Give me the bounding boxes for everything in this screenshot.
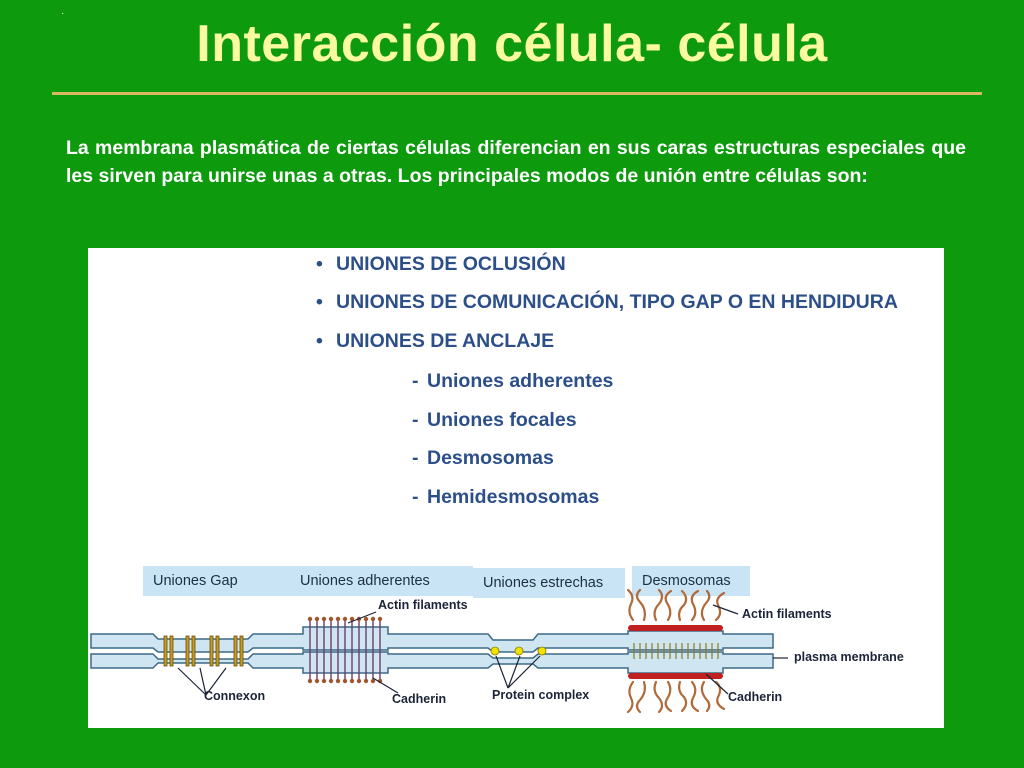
connexon-3 [209, 635, 214, 667]
figure-panel: • UNIONES DE OCLUSIÓN • UNIONES DE COMUNIC… [88, 248, 944, 728]
bullet-oclusion: • UNIONES DE OCLUSIÓN [316, 253, 566, 276]
connexons [163, 635, 244, 667]
intro-paragraph: La membrana plasmática de ciertas célula… [66, 137, 966, 187]
connexon-2 [185, 635, 190, 667]
desmosome-plaque-top [628, 625, 723, 631]
sub-item-desmosomas: -Desmosomas [412, 447, 554, 470]
sub-item-hemidesmosomas: -Hemidesmosomas [412, 486, 599, 509]
connexon-3b [215, 635, 220, 667]
label-actin-filaments-right: Actin filaments [742, 607, 832, 621]
connexon-1b [169, 635, 174, 667]
protein-complex-dot [514, 646, 524, 656]
connexon-1 [163, 635, 168, 667]
connexon-4 [233, 635, 238, 667]
label-connexon: Connexon [204, 689, 266, 703]
label-cadherin-right: Cadherin [728, 690, 783, 704]
label-actin-filaments-left: Actin filaments [378, 598, 468, 612]
lower-membrane [90, 651, 774, 674]
dash-glyph: - [412, 447, 419, 469]
sub-item-adherentes: -Uniones adherentes [412, 370, 613, 393]
bullet-glyph: • [316, 330, 323, 352]
protein-complex-dot [490, 646, 500, 656]
junction-diagram [90, 588, 788, 714]
sub-item-text: Desmosomas [427, 447, 554, 469]
sub-item-focales: -Uniones focales [412, 409, 577, 432]
desmosome-filaments [626, 588, 726, 714]
leader-lines [177, 604, 788, 696]
bullet-text: UNIONES DE OCLUSIÓN [336, 253, 566, 275]
dash-glyph: - [412, 370, 419, 392]
tag-uniones-adherentes: Uniones adherentes [290, 566, 473, 596]
bullet-text: UNIONES DE COMUNICACIÓN, TIPO GAP O EN H… [336, 291, 898, 313]
label-cadherin-left: Cadherin [392, 692, 447, 706]
upper-membrane [90, 626, 774, 653]
corner-dot: · [61, 8, 65, 19]
title-underline [52, 92, 982, 95]
connexon-4b [239, 635, 244, 667]
tag-uniones-estrechas: Uniones estrechas [473, 568, 625, 598]
bullet-glyph: • [316, 253, 323, 275]
slide-title: Interacción célula- célula [196, 15, 828, 73]
tag-uniones-gap: Uniones Gap [143, 566, 303, 596]
protein-complex-dot [537, 646, 547, 656]
bullet-text: UNIONES DE ANCLAJE [336, 330, 555, 352]
sub-item-text: Uniones adherentes [427, 370, 614, 392]
dash-glyph: - [412, 486, 419, 508]
protein-complexes [490, 646, 547, 656]
desmosome-cadherins [633, 643, 719, 659]
dash-glyph: - [412, 409, 419, 431]
sub-item-text: Hemidesmosomas [427, 486, 600, 508]
desmosome-plaque-bottom [628, 673, 723, 679]
tag-desmosomas: Desmosomas [632, 566, 750, 596]
label-protein-complex: Protein complex [492, 688, 590, 702]
bullet-anclaje: • UNIONES DE ANCLAJE [316, 330, 554, 353]
sub-item-text: Uniones focales [427, 409, 577, 431]
label-plasma-membrane: plasma membrane [794, 650, 904, 664]
bullet-comunicacion: • UNIONES DE COMUNICACIÓN, TIPO GAP O EN … [316, 291, 898, 314]
connexon-2b [191, 635, 196, 667]
bullet-glyph: • [316, 291, 323, 313]
adherens-cadherins [309, 620, 381, 680]
